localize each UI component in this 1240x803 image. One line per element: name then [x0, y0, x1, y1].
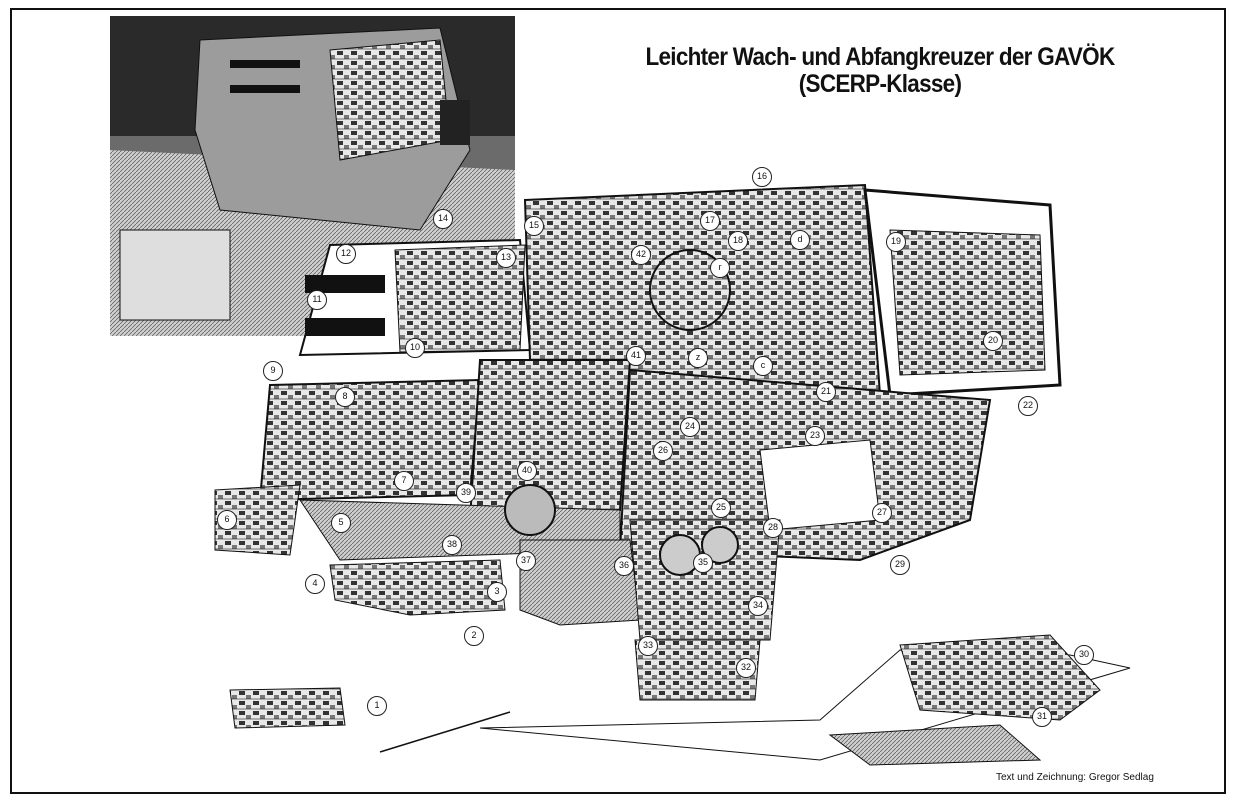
callout-42: 42: [631, 245, 651, 265]
hangar-detail: [379, 634, 1131, 766]
callout-30: 30: [1074, 645, 1094, 665]
callout-27: 27: [872, 503, 892, 523]
callout-10: 10: [405, 338, 425, 358]
callout-22: 22: [1018, 396, 1038, 416]
callout-15: 15: [524, 216, 544, 236]
callout-38: 38: [442, 535, 462, 555]
illustration-title: Leichter Wach- und Abfangkreuzer der GAV…: [628, 44, 1132, 98]
callout-34: 34: [748, 596, 768, 616]
callout-8: 8: [335, 387, 355, 407]
callout-41: 41: [626, 346, 646, 366]
callout-z: z: [688, 348, 708, 368]
callout-5: 5: [331, 513, 351, 533]
callout-14: 14: [433, 209, 453, 229]
callout-20: 20: [983, 331, 1003, 351]
callout-2: 2: [464, 626, 484, 646]
callout-18: 18: [728, 231, 748, 251]
callout-32: 32: [736, 658, 756, 678]
callout-12: 12: [336, 244, 356, 264]
callout-23: 23: [805, 426, 825, 446]
callout-37: 37: [516, 551, 536, 571]
callout-33: 33: [638, 636, 658, 656]
shuttle-detail: [229, 687, 346, 729]
credit-text: Text und Zeichnung: Gregor Sedlag: [996, 772, 1154, 783]
callout-29: 29: [890, 555, 910, 575]
callout-36: 36: [614, 556, 634, 576]
title-line-1: Leichter Wach- und Abfangkreuzer der GAV…: [645, 43, 1115, 71]
callout-13: 13: [496, 248, 516, 268]
callout-31: 31: [1032, 707, 1052, 727]
callout-d: d: [790, 230, 810, 250]
callout-21: 21: [816, 382, 836, 402]
callout-40: 40: [517, 461, 537, 481]
callout-25: 25: [711, 498, 731, 518]
callout-28: 28: [763, 518, 783, 538]
callout-39: 39: [456, 483, 476, 503]
callout-19: 19: [886, 232, 906, 252]
title-line-2: (SCERP-Klasse): [798, 70, 962, 98]
callout-c: c: [753, 356, 773, 376]
inset-render: [110, 16, 515, 336]
callout-3: 3: [487, 582, 507, 602]
callout-r: r: [710, 258, 730, 278]
callout-4: 4: [305, 574, 325, 594]
callout-35: 35: [693, 553, 713, 573]
callout-16: 16: [752, 167, 772, 187]
callout-17: 17: [700, 211, 720, 231]
callout-6: 6: [217, 510, 237, 530]
ship-hull: [214, 183, 1062, 701]
callout-24: 24: [680, 417, 700, 437]
callout-11: 11: [307, 290, 327, 310]
callout-1: 1: [367, 696, 387, 716]
page-frame: [10, 8, 1226, 794]
callout-7: 7: [394, 471, 414, 491]
callout-9: 9: [263, 361, 283, 381]
callout-26: 26: [653, 441, 673, 461]
